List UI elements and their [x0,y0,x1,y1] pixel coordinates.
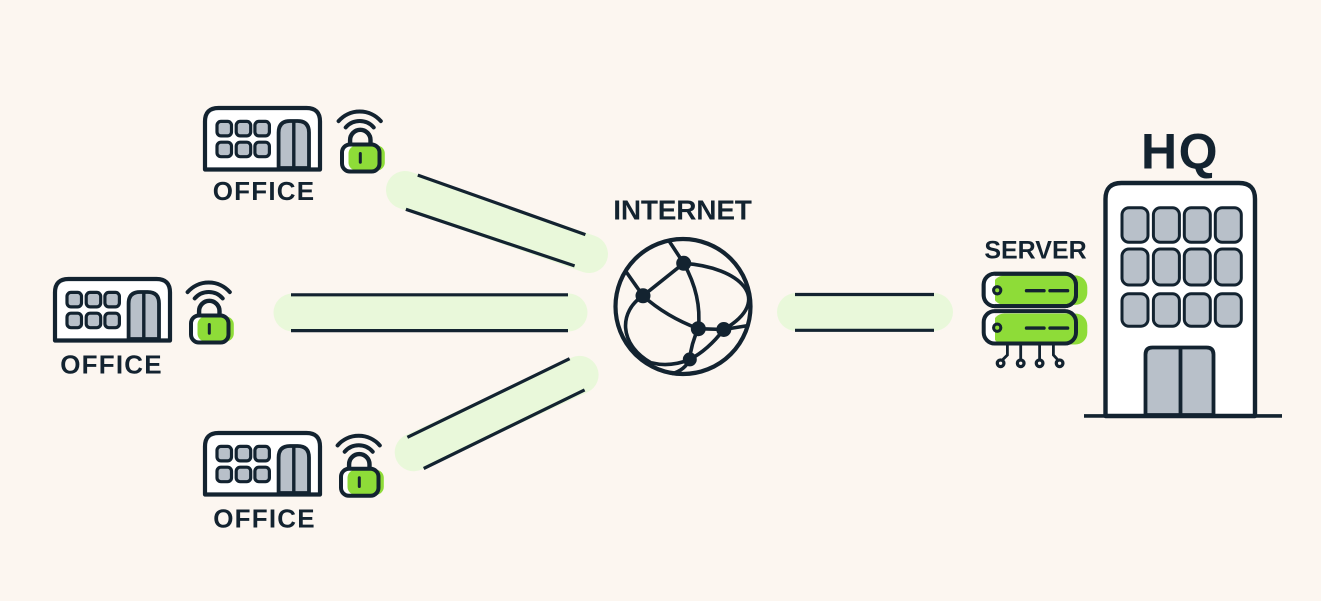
svg-text:OFFICE: OFFICE [213,503,316,533]
svg-text:HQ: HQ [1141,123,1219,179]
svg-text:OFFICE: OFFICE [60,350,163,380]
svg-text:SERVER: SERVER [984,237,1086,265]
svg-text:OFFICE: OFFICE [213,176,316,206]
svg-text:INTERNET: INTERNET [613,194,751,225]
